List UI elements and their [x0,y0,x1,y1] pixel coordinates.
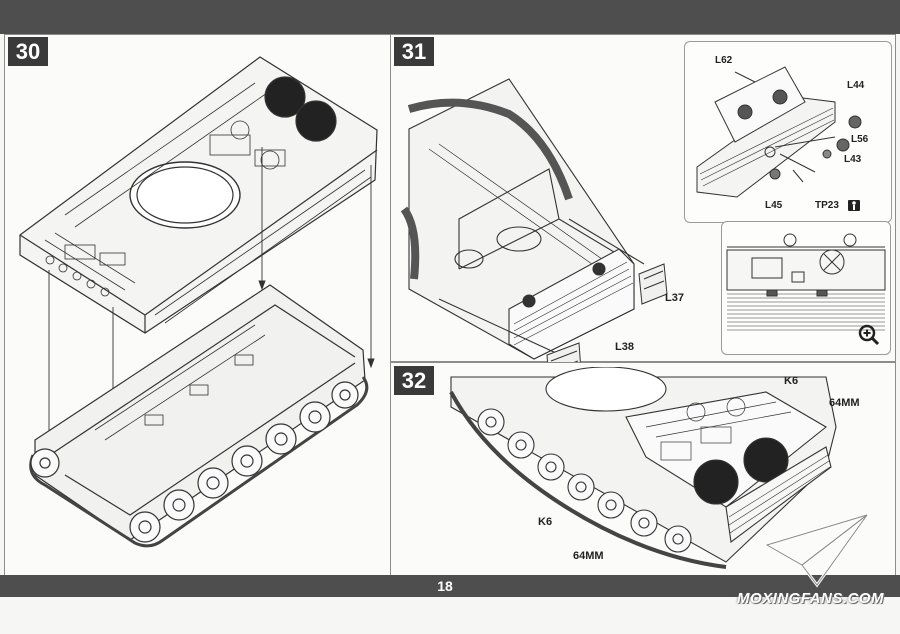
label-l44: L44 [847,80,865,91]
step-31-panel: 31 [390,34,896,384]
page-number: 18 [437,578,453,594]
assembled-hull-illustration [449,367,837,569]
footer-bar [0,575,900,597]
label-l37: L37 [665,292,684,304]
part-l37-illustration [638,263,668,305]
lower-hull-illustration [29,284,369,548]
label-l43: L43 [844,154,862,165]
step-32-diagram [449,367,837,569]
label-k6-top: K6 [784,375,799,387]
road-wheels [477,408,692,553]
paper-plane-logo-icon [762,510,872,595]
step-30-panel: 30 [4,34,392,576]
label-64mm-top: 64MM [829,397,860,409]
step-31-badge: 31 [394,37,434,66]
magnifier-plus-icon [858,324,880,346]
label-l56: L56 [851,134,869,145]
step-32-number: 32 [401,368,427,393]
step-30-diagram [19,56,378,548]
step-30-number: 30 [15,39,41,64]
label-l45: L45 [765,200,783,211]
step-31-number: 31 [401,39,427,64]
step-32-panel: 32 [390,362,896,576]
step-30-badge: 30 [8,37,48,66]
watermark-text: MOXINGFANS.COM [737,590,885,607]
label-k6-bottom: K6 [538,516,553,528]
label-tp23: TP23 [815,200,839,211]
upper-hull-illustration [19,56,378,334]
step-31-diagram [400,78,668,384]
label-l62: L62 [715,55,733,66]
rear-plate-detail-diagram [696,66,862,211]
rear-view-zoom-diagram [726,233,886,331]
warning-figure-icon [848,200,860,211]
rear-plate-detail-inset: L62 L44 L56 L43 L45 TP23 [684,41,892,223]
road-wheels [30,381,359,543]
label-64mm-bottom: 64MM [573,550,604,562]
label-l38: L38 [615,341,634,353]
rear-view-zoom-inset [721,221,891,355]
header-bar [0,0,900,34]
hull-rear-illustration [400,78,645,360]
step-32-badge: 32 [394,366,434,395]
